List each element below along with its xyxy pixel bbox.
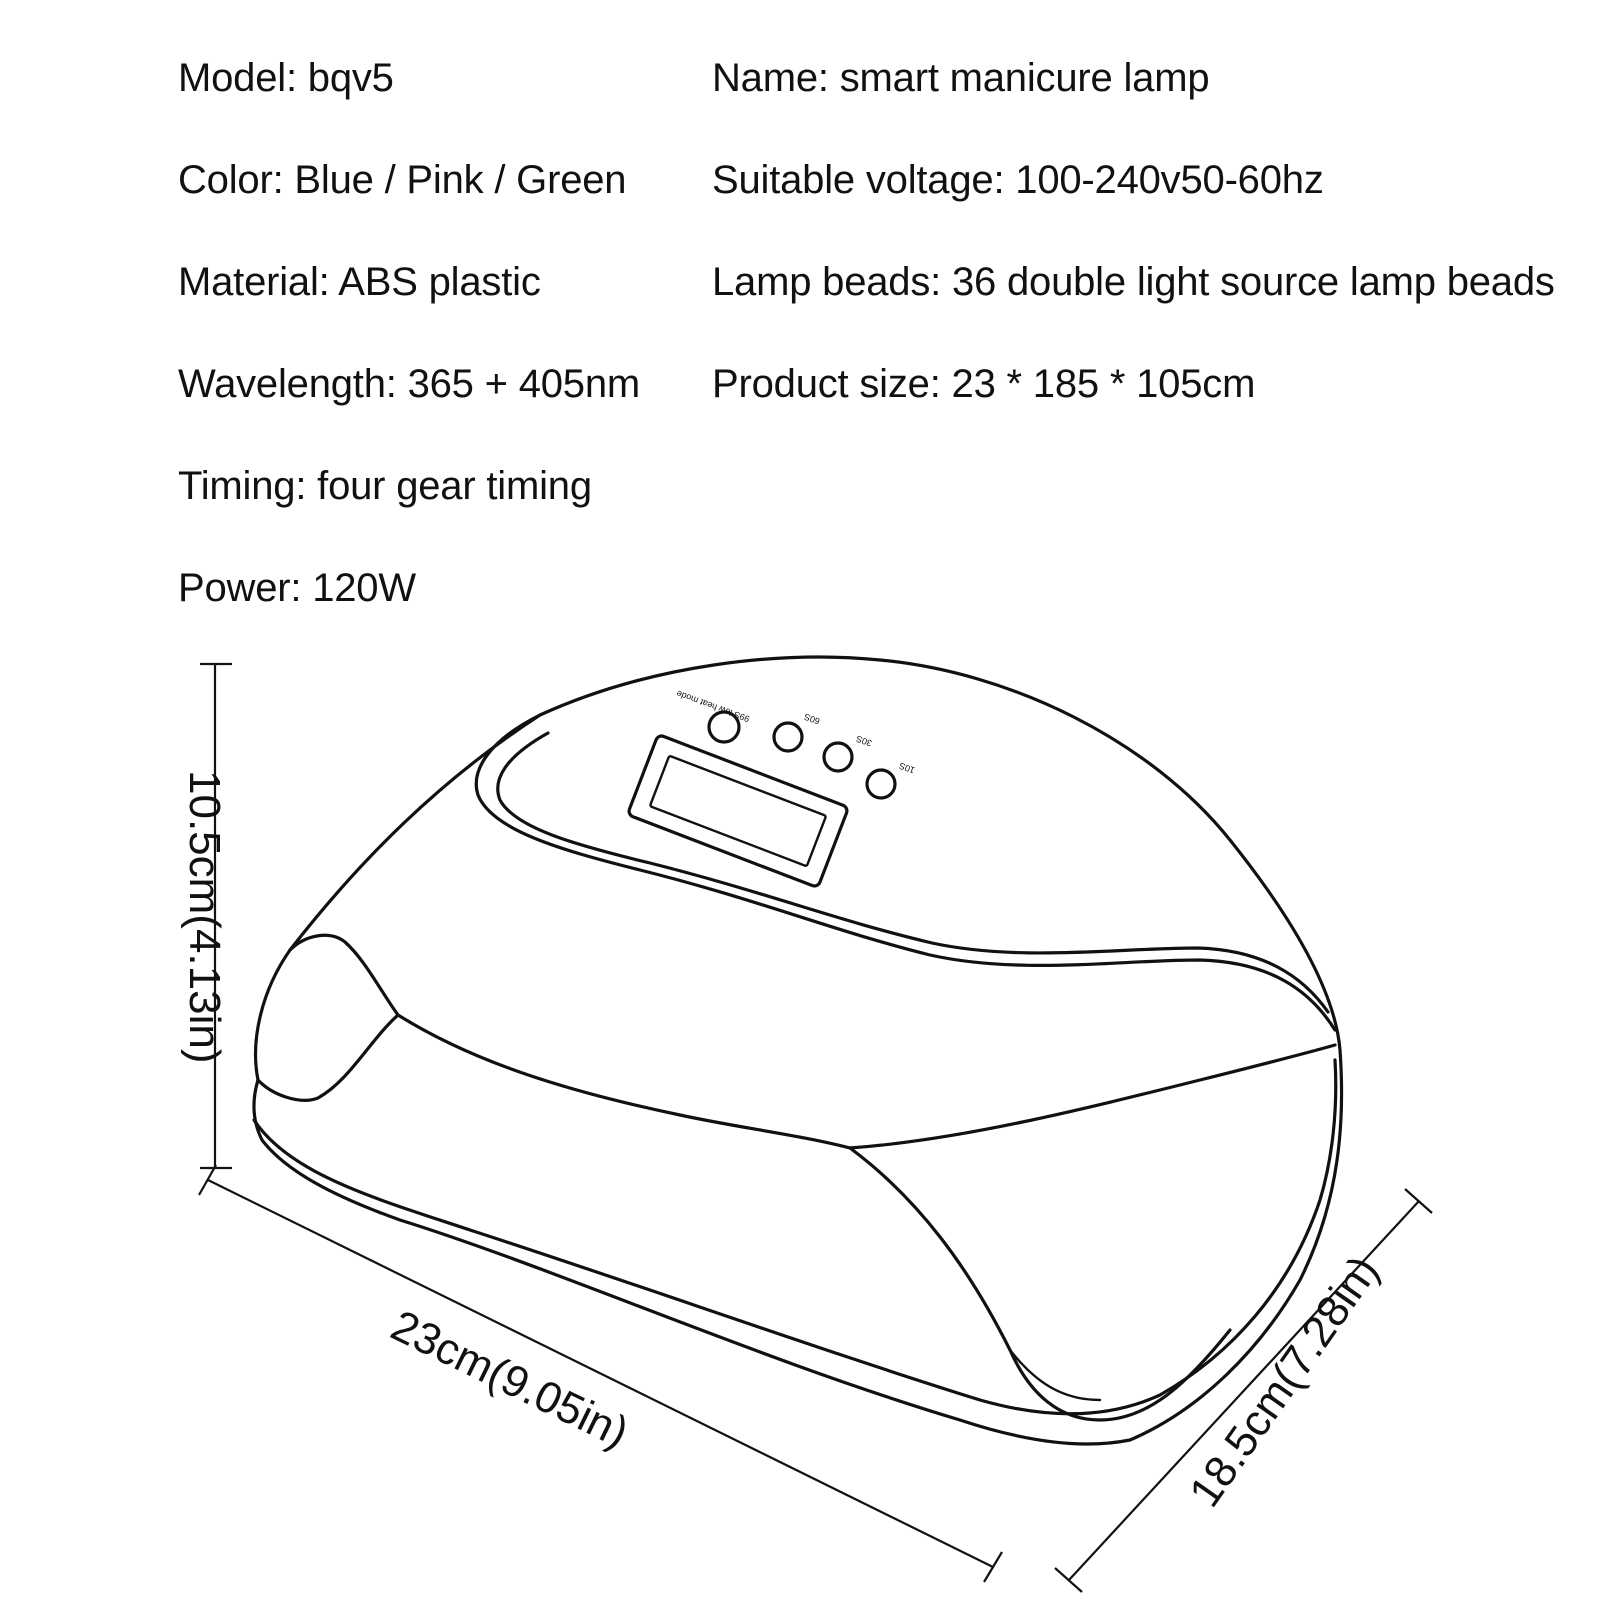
- height-dimension: 10.5cm(4.13in): [180, 662, 232, 1170]
- front-body-curve: [396, 1013, 1337, 1150]
- spec-wavelength: Wavelength: 365 + 405nm: [178, 362, 641, 406]
- spec-lamp-beads: Lamp beads: 36 double light source lamp …: [712, 260, 1555, 304]
- spec-voltage: Suitable voltage: 100-240v50-60hz: [712, 158, 1324, 202]
- button-10s: [865, 768, 897, 800]
- spec-name: Name: smart manicure lamp: [712, 56, 1210, 100]
- button-30s: [822, 741, 854, 773]
- width-label: 23cm(9.05in): [384, 1301, 636, 1458]
- button-60s: [772, 721, 804, 753]
- front-scoop-inner: [1008, 1348, 1102, 1402]
- top-panel-ridge-inner: [496, 731, 1330, 1014]
- depth-label: 18.5cm(7.28in): [1180, 1247, 1388, 1516]
- width-dimension: 23cm(9.05in): [198, 1164, 1003, 1583]
- button-30s-label: 30S: [855, 734, 873, 749]
- hand-opening-scoop: [256, 933, 400, 1102]
- lcd-display: [627, 734, 849, 888]
- spec-power: Power: 120W: [178, 566, 416, 610]
- front-scoop-curve: [848, 1146, 1232, 1422]
- spec-product-size: Product size: 23 * 185 * 105cm: [712, 362, 1256, 406]
- spec-color: Color: Blue / Pink / Green: [178, 158, 627, 202]
- button-60s-label: 60S: [803, 712, 821, 727]
- lamp-base-rim: [252, 1058, 1338, 1416]
- button-99s-low-heat: [707, 710, 741, 744]
- control-buttons: 60S 30S 10S 99S low heat mode: [675, 688, 916, 800]
- button-10s-label: 10S: [898, 761, 916, 776]
- height-label: 10.5cm(4.13in): [180, 770, 229, 1063]
- spec-material: Material: ABS plastic: [178, 260, 541, 304]
- depth-dimension: 18.5cm(7.28in): [1054, 1188, 1433, 1593]
- spec-model: Model: bqv5: [178, 56, 394, 100]
- top-panel-ridge-outer: [474, 713, 1337, 1032]
- spec-timing: Timing: four gear timing: [178, 464, 592, 508]
